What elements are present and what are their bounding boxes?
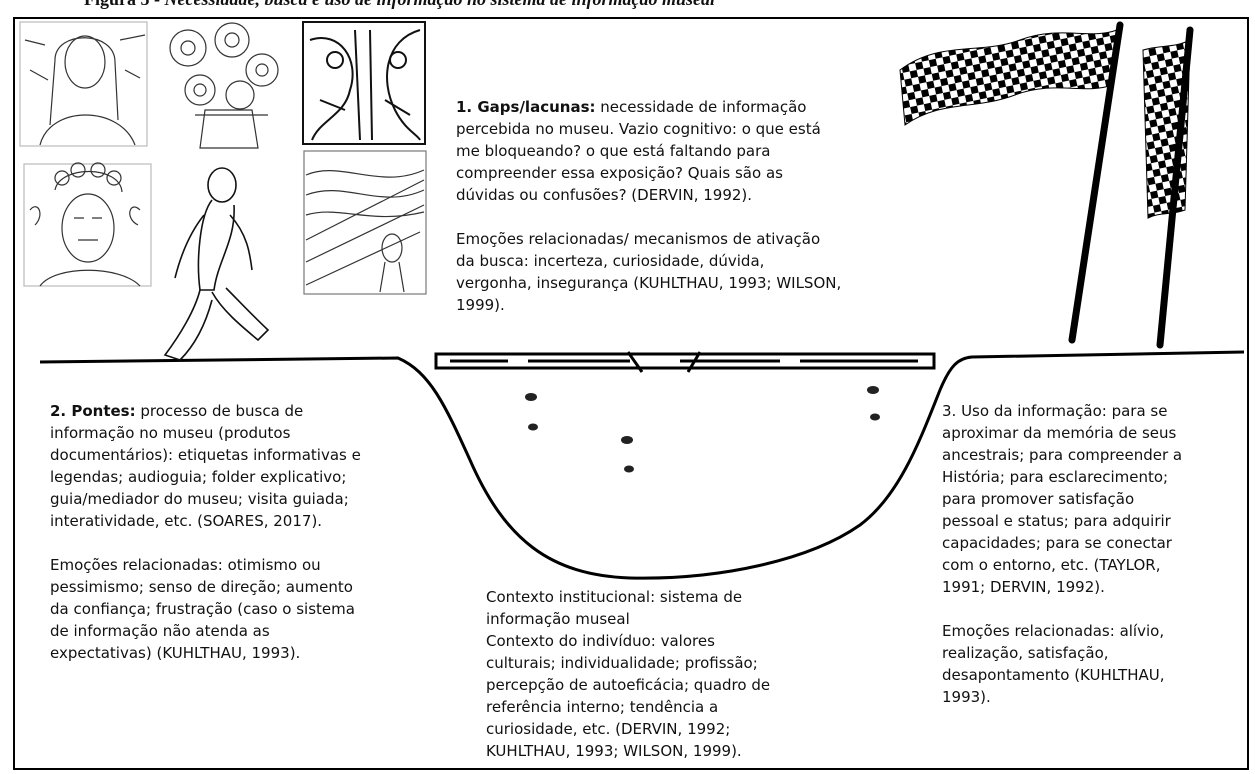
gaps-title: 1. Gaps/lacunas: [456,98,596,116]
gaps-text-block: 1. Gaps/lacunas: necessidade de informaç… [456,96,841,316]
gaps-emotion-line: vergonha, insegurança (KUHLTHAU, 1993; W… [456,272,841,294]
frida-sketch [24,163,151,286]
uso-line: aproximar da memória de seus [942,422,1182,444]
pontes-emotion-line: expectativas) (KUHLTHAU, 1993). [50,642,361,664]
sunflowers-sketch [170,23,278,148]
gaps-emotion-line: da busca: incerteza, curiosidade, dúvida… [456,250,841,272]
contexto-line: Contexto institucional: sistema de [486,586,770,608]
contexto-line: curiosidade, etc. (DERVIN, 1992; [486,718,770,740]
uso-emotion-line: realização, satisfação, [942,642,1182,664]
uso-emotion-line: desapontamento (KUHLTHAU, [942,664,1182,686]
uso-line: capacidades; para se conectar [942,532,1182,554]
gaps-line-4: compreender essa exposição? Quais são as [456,162,841,184]
contexto-text-block: Contexto institucional: sistema de infor… [486,586,770,762]
uso-line: com o entorno, etc. (TAYLOR, [942,554,1182,576]
uso-line: ancestrais; para compreender a [942,444,1182,466]
pontes-line-1: 2. Pontes: processo de busca de [50,400,361,422]
picasso-sketch [303,22,425,144]
mona-lisa-sketch [20,22,147,146]
pontes-line: guia/mediador do museu; visita guiada; [50,488,361,510]
contexto-line: KUHLTHAU, 1993; WILSON, 1999). [486,740,770,762]
gaps-emotion-line: Emoções relacionadas/ mecanismos de ativ… [456,228,841,250]
uso-emotion-line: Emoções relacionadas: alívio, [942,620,1182,642]
pontes-text-block: 2. Pontes: processo de busca de informaç… [50,400,361,664]
walking-person-sketch [165,168,268,360]
contexto-line: percepção de autoeficácia; quadro de [486,674,770,696]
gaps-emotion-line: 1999). [456,294,841,316]
pontes-emotion-line: de informação não atenda as [50,620,361,642]
uso-line: para promover satisfação [942,488,1182,510]
contexto-line: culturais; individualidade; profissão; [486,652,770,674]
gaps-line-5: dúvidas ou confusões? (DERVIN, 1992). [456,184,841,206]
uso-emotion-line: 1993). [942,686,1182,708]
falling-stones [525,386,880,473]
contexto-line: informação museal [486,608,770,630]
pontes-emotion-line: Emoções relacionadas: otimismo ou [50,554,361,576]
contexto-line: referência interno; tendência a [486,696,770,718]
gaps-line-2: percebida no museu. Vazio cognitivo: o q… [456,118,841,140]
pontes-line: interatividade, etc. (SOARES, 2017). [50,510,361,532]
pontes-line: legendas; audioguia; folder explicativo; [50,466,361,488]
checkered-flags-icon [900,25,1190,345]
pontes-line: informação no museu (produtos [50,422,361,444]
scream-sketch [304,151,426,294]
pontes-line: documentários): etiquetas informativas e [50,444,361,466]
pontes-emotion-line: da confiança; frustração (caso o sistema [50,598,361,620]
uso-text-block: 3. Uso da informação: para se aproximar … [942,400,1182,708]
uso-line: pessoal e status; para adquirir [942,510,1182,532]
pontes-emotion-line: pessimismo; senso de direção; aumento [50,576,361,598]
uso-line: 3. Uso da informação: para se [942,400,1182,422]
gaps-line-1: 1. Gaps/lacunas: necessidade de informaç… [456,96,841,118]
pontes-title: 2. Pontes: [50,402,136,420]
bridge [436,352,934,372]
gaps-line-3: me bloqueando? o que está faltando para [456,140,841,162]
contexto-line: Contexto do indivíduo: valores [486,630,770,652]
uso-line: História; para esclarecimento; [942,466,1182,488]
artwork-thumbnails [20,22,426,360]
uso-line: 1991; DERVIN, 1992). [942,576,1182,598]
